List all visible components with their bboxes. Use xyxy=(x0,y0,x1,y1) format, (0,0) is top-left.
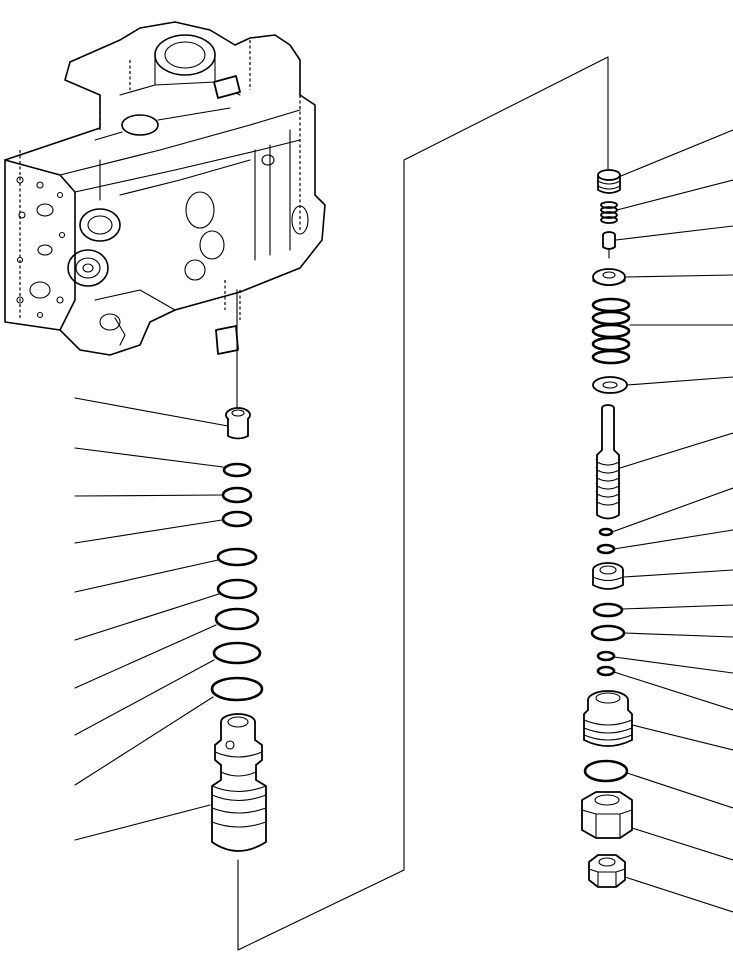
o-ring-e xyxy=(598,667,614,675)
main-spring xyxy=(593,299,629,363)
valve-body xyxy=(5,22,325,415)
lock-nut-large xyxy=(582,792,632,838)
leader-lines-left xyxy=(75,398,228,840)
backup-ring-2 xyxy=(218,580,256,598)
seat-washer xyxy=(593,377,627,393)
retainer xyxy=(593,269,625,286)
o-ring-4 xyxy=(214,643,260,663)
o-ring-f xyxy=(585,761,627,781)
assembly-lines xyxy=(238,57,608,950)
o-ring-5 xyxy=(212,678,262,700)
pin xyxy=(603,232,615,258)
adjuster-body xyxy=(584,691,632,746)
relief-valve-cartridge xyxy=(212,714,266,851)
backup-ring-3 xyxy=(216,609,258,629)
right-parts-stack xyxy=(582,170,632,887)
sleeve xyxy=(593,563,623,589)
o-ring-2 xyxy=(223,488,251,502)
lock-nut-small xyxy=(589,855,625,887)
backup-ring-1 xyxy=(223,512,251,526)
small-spring xyxy=(601,202,617,223)
upper-plug xyxy=(226,408,250,439)
leader-lines-right xyxy=(612,130,733,912)
backup-ring-a xyxy=(594,604,622,616)
spool xyxy=(597,405,619,519)
cap xyxy=(598,170,620,193)
o-ring-3 xyxy=(218,549,256,565)
left-parts-stack xyxy=(212,408,266,851)
o-ring-a xyxy=(600,529,612,535)
o-ring-d xyxy=(598,652,614,660)
o-ring-c xyxy=(592,626,624,640)
o-ring-b xyxy=(598,545,614,553)
o-ring-1 xyxy=(224,464,250,476)
